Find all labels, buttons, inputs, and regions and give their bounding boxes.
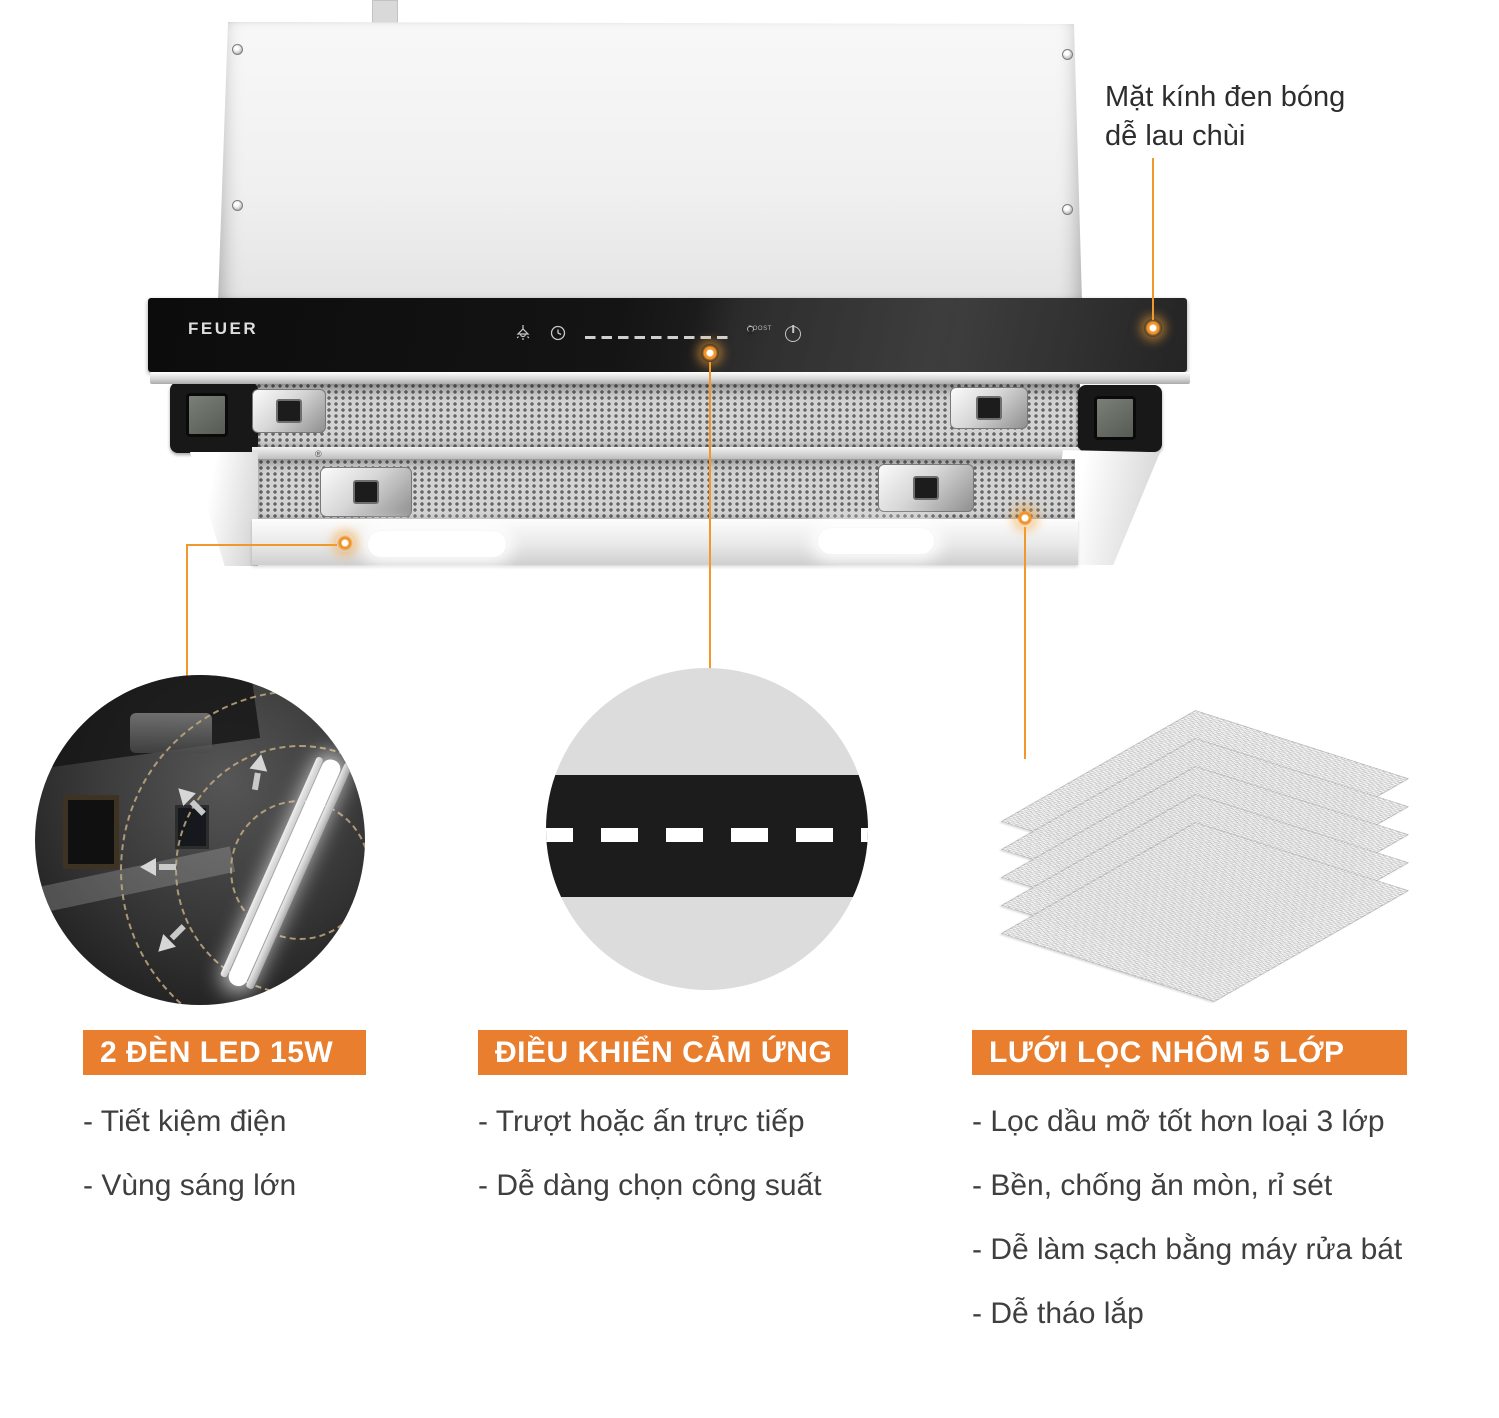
touch-panel-band <box>546 775 868 897</box>
feature-column-touch: ĐIỀU KHIỂN CẢM ỨNG - Trượt hoặc ấn trực … <box>478 1030 908 1203</box>
filter-clip-latch <box>976 396 1002 420</box>
glass-annotation-line2: dễ lau chùi <box>1105 120 1246 152</box>
boost-label: BOOST <box>748 326 772 332</box>
glass-bottom-trim <box>150 372 1190 384</box>
power-icon <box>785 326 801 342</box>
glass-annotation: Mặt kính đen bóng dễ lau chùi <box>1105 78 1345 156</box>
feature-item: - Dễ dàng chọn công suất <box>478 1169 822 1202</box>
registered-mark: ® <box>315 449 322 459</box>
callout-line-glass <box>1152 158 1154 320</box>
end-cap-pad <box>186 393 228 437</box>
boost-icon: BOOST <box>747 326 773 332</box>
feature-item: - Tiết kiệm điện <box>83 1105 287 1138</box>
callout-dot-touch <box>701 344 719 362</box>
filter-clip-latch <box>276 399 302 423</box>
drawer-divider-trim <box>252 447 1078 461</box>
right-end-cap <box>1078 385 1162 452</box>
led-lamp-right <box>818 528 934 554</box>
boost-glyph <box>747 326 754 332</box>
feature-column-filter: LƯỚI LỌC NHÔM 5 LỚP - Lọc dầu mỡ tốt hơn… <box>972 1030 1462 1331</box>
brand-logo: FEUER <box>188 319 259 338</box>
feature-item: - Dễ làm sạch bằng máy rửa bát <box>972 1233 1403 1266</box>
filter-clip <box>252 389 326 433</box>
feature-item: - Bền, chống ăn mòn, rỉ sét <box>972 1169 1333 1202</box>
filter-clip <box>878 464 974 512</box>
callout-line-led-horizontal <box>187 544 337 546</box>
black-glass-panel: FEUER BOOST <box>148 298 1187 372</box>
wall-duct <box>372 0 398 24</box>
hood-bottom-panel <box>252 519 1078 565</box>
end-cap-pad <box>1094 396 1136 440</box>
filter-clip-latch <box>913 476 939 500</box>
led-lamp-left <box>368 531 506 557</box>
callout-dot-filter <box>1016 509 1034 527</box>
led-detail-circle <box>35 675 365 1005</box>
glass-annotation-line1: Mặt kính đen bóng <box>1105 81 1346 113</box>
screw-icon <box>232 44 243 55</box>
hood-upper-cabinet <box>218 22 1082 302</box>
feature-item: - Vùng sáng lớn <box>83 1169 297 1202</box>
filter-clip-latch <box>353 480 379 504</box>
feature-header: LƯỚI LỌC NHÔM 5 LỚP <box>972 1030 1407 1075</box>
feature-header: 2 ĐÈN LED 15W <box>83 1030 366 1075</box>
light-icon <box>514 324 532 342</box>
kitchen-picture-frame <box>63 795 119 869</box>
upper-grease-filter <box>228 383 1080 448</box>
feature-column-led: 2 ĐÈN LED 15W - Tiết kiệm điện - Vùng sá… <box>83 1030 463 1203</box>
screw-icon <box>1062 49 1073 60</box>
feature-header: ĐIỀU KHIỂN CẢM ỨNG <box>478 1030 848 1075</box>
callout-line-led-vertical <box>186 544 188 749</box>
filter-clip <box>950 387 1028 429</box>
screw-icon <box>1062 204 1073 215</box>
callout-dot-led <box>336 534 354 552</box>
slider-dashes <box>546 828 868 842</box>
feature-item: - Lọc dầu mỡ tốt hơn loại 3 lớp <box>972 1105 1385 1138</box>
light-arrow-icon <box>140 858 176 876</box>
touch-control-circle <box>546 668 868 990</box>
filter-layers-stack <box>990 655 1420 1015</box>
filter-clip <box>320 467 412 517</box>
touch-slider-icon <box>585 336 731 339</box>
callout-line-touch <box>709 362 711 732</box>
left-end-cap <box>170 382 258 453</box>
screw-icon <box>232 200 243 211</box>
callout-line-filter <box>1024 527 1026 759</box>
feature-item: - Trượt hoặc ấn trực tiếp <box>478 1105 805 1138</box>
callout-dot-glass <box>1144 319 1162 337</box>
drawer-left-panel <box>190 452 258 566</box>
timer-icon <box>550 325 566 341</box>
feature-item: - Dễ tháo lắp <box>972 1297 1144 1330</box>
